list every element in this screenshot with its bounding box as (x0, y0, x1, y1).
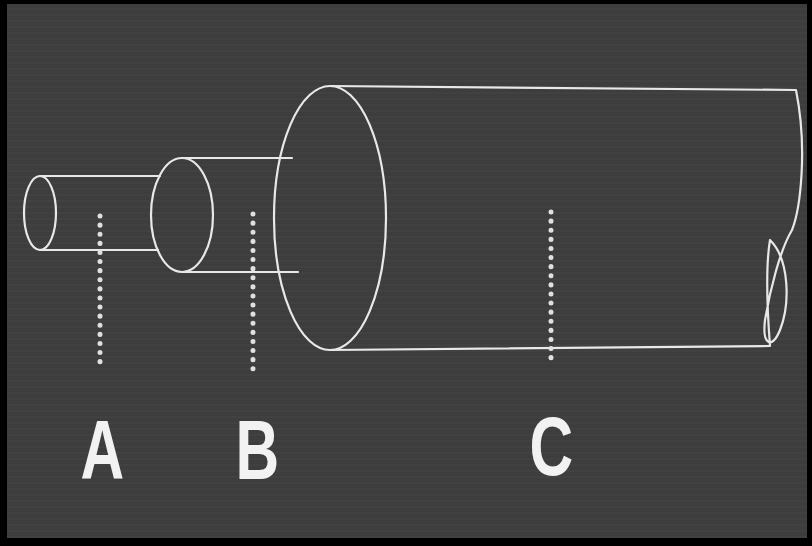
leader-line (549, 212, 554, 364)
cylinder-a-end (24, 176, 56, 250)
leader-line (98, 216, 103, 370)
cylinder-a-body (40, 176, 160, 250)
cylinder-c-end (274, 86, 386, 350)
part-label: B (235, 408, 279, 492)
board-ground (7, 4, 807, 538)
cylinder-c-body (330, 86, 802, 350)
part-label: A (80, 408, 124, 492)
part-label: C (529, 404, 573, 488)
cylinder-b-body (182, 158, 298, 272)
leader-line (251, 214, 256, 370)
